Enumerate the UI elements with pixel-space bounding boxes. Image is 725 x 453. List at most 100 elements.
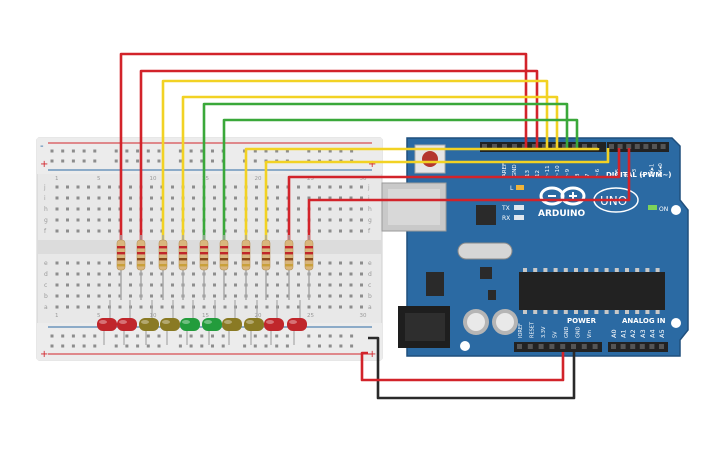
signal-wire[interactable] — [119, 52, 528, 240]
breadboard-hole[interactable] — [192, 196, 195, 200]
led[interactable] — [180, 300, 200, 345]
signal-wire[interactable] — [181, 95, 559, 240]
breadboard-hole[interactable] — [349, 218, 353, 222]
led[interactable] — [244, 300, 264, 345]
breadboard-hole[interactable] — [276, 207, 279, 211]
breadboard-hole[interactable] — [118, 283, 122, 287]
breadboard-hole[interactable] — [192, 272, 195, 276]
rail-hole[interactable] — [146, 344, 150, 348]
breadboard-hole[interactable] — [76, 305, 80, 309]
rail-hole[interactable] — [178, 159, 182, 163]
rail-hole[interactable] — [211, 334, 214, 338]
breadboard-hole[interactable] — [97, 229, 101, 233]
breadboard-hole[interactable] — [150, 185, 153, 189]
rail-hole[interactable] — [93, 149, 97, 153]
breadboard-hole[interactable] — [328, 207, 332, 211]
breadboard-hole[interactable] — [108, 294, 111, 298]
led[interactable] — [117, 300, 137, 345]
breadboard-hole[interactable] — [349, 283, 353, 287]
breadboard-hole[interactable] — [129, 294, 132, 298]
breadboard-hole[interactable] — [171, 196, 174, 200]
rail-hole[interactable] — [253, 344, 257, 348]
breadboard-hole[interactable] — [297, 207, 300, 211]
rail-hole[interactable] — [243, 159, 247, 163]
breadboard-hole[interactable] — [76, 229, 80, 233]
breadboard-hole[interactable] — [297, 283, 300, 287]
rail-hole[interactable] — [157, 344, 161, 348]
breadboard-hole[interactable] — [360, 283, 363, 287]
rail-hole[interactable] — [157, 334, 161, 338]
breadboard-hole[interactable] — [244, 305, 248, 309]
rail-hole[interactable] — [157, 159, 161, 163]
breadboard-hole[interactable] — [87, 207, 90, 211]
breadboard-hole[interactable] — [223, 305, 227, 309]
breadboard-hole[interactable] — [118, 272, 122, 276]
breadboard-hole[interactable] — [55, 283, 59, 287]
breadboard-hole[interactable] — [108, 283, 111, 287]
breadboard-hole[interactable] — [265, 272, 269, 276]
resistor[interactable] — [261, 235, 271, 300]
rail-hole[interactable] — [264, 334, 268, 338]
breadboard-hole[interactable] — [328, 196, 332, 200]
breadboard-hole[interactable] — [349, 185, 353, 189]
breadboard-hole[interactable] — [297, 294, 300, 298]
rail-hole[interactable] — [350, 334, 354, 338]
breadboard-hole[interactable] — [97, 207, 101, 211]
breadboard-hole[interactable] — [265, 294, 269, 298]
rail-hole[interactable] — [125, 159, 129, 163]
led[interactable] — [287, 300, 307, 345]
signal-wire[interactable] — [139, 69, 539, 240]
rail-hole[interactable] — [114, 334, 118, 338]
breadboard-hole[interactable] — [276, 283, 279, 287]
breadboard-hole[interactable] — [76, 218, 80, 222]
signal-wire[interactable] — [307, 148, 631, 240]
rail-hole[interactable] — [50, 334, 54, 338]
rail-hole[interactable] — [339, 334, 343, 338]
rail-hole[interactable] — [146, 149, 150, 153]
rail-hole[interactable] — [93, 159, 97, 163]
breadboard-hole[interactable] — [87, 185, 90, 189]
breadboard-hole[interactable] — [255, 207, 258, 211]
breadboard-hole[interactable] — [150, 272, 153, 276]
resistor[interactable] — [158, 235, 168, 300]
breadboard-hole[interactable] — [66, 272, 69, 276]
breadboard-hole[interactable] — [318, 207, 321, 211]
rail-hole[interactable] — [307, 344, 311, 348]
breadboard-hole[interactable] — [349, 229, 353, 233]
breadboard-hole[interactable] — [349, 294, 353, 298]
breadboard-hole[interactable] — [234, 283, 237, 287]
breadboard-hole[interactable] — [307, 305, 311, 309]
resistor[interactable] — [219, 235, 229, 300]
resistor[interactable] — [304, 235, 314, 300]
breadboard-hole[interactable] — [192, 261, 195, 265]
breadboard-hole[interactable] — [234, 229, 237, 233]
breadboard-hole[interactable] — [234, 218, 237, 222]
rail-hole[interactable] — [211, 149, 214, 153]
breadboard-hole[interactable] — [339, 196, 342, 200]
breadboard-hole[interactable] — [150, 294, 153, 298]
breadboard-hole[interactable] — [318, 272, 321, 276]
rail-hole[interactable] — [136, 149, 140, 153]
breadboard-hole[interactable] — [150, 218, 153, 222]
rail-hole[interactable] — [339, 344, 343, 348]
rail-hole[interactable] — [114, 344, 118, 348]
rail-hole[interactable] — [318, 149, 321, 153]
resistor[interactable] — [284, 235, 294, 300]
breadboard-hole[interactable] — [108, 229, 111, 233]
breadboard-hole[interactable] — [76, 272, 80, 276]
rail-hole[interactable] — [189, 344, 193, 348]
rail-hole[interactable] — [243, 149, 247, 153]
breadboard-hole[interactable] — [118, 305, 122, 309]
breadboard-hole[interactable] — [276, 294, 279, 298]
breadboard-hole[interactable] — [129, 283, 132, 287]
breadboard-hole[interactable] — [360, 207, 363, 211]
breadboard-hole[interactable] — [87, 294, 90, 298]
breadboard-hole[interactable] — [108, 196, 111, 200]
breadboard-hole[interactable] — [276, 185, 279, 189]
breadboard-hole[interactable] — [171, 229, 174, 233]
breadboard-hole[interactable] — [360, 272, 363, 276]
breadboard-hole[interactable] — [192, 207, 195, 211]
rail-hole[interactable] — [307, 149, 311, 153]
breadboard-hole[interactable] — [223, 294, 227, 298]
breadboard-hole[interactable] — [97, 218, 101, 222]
